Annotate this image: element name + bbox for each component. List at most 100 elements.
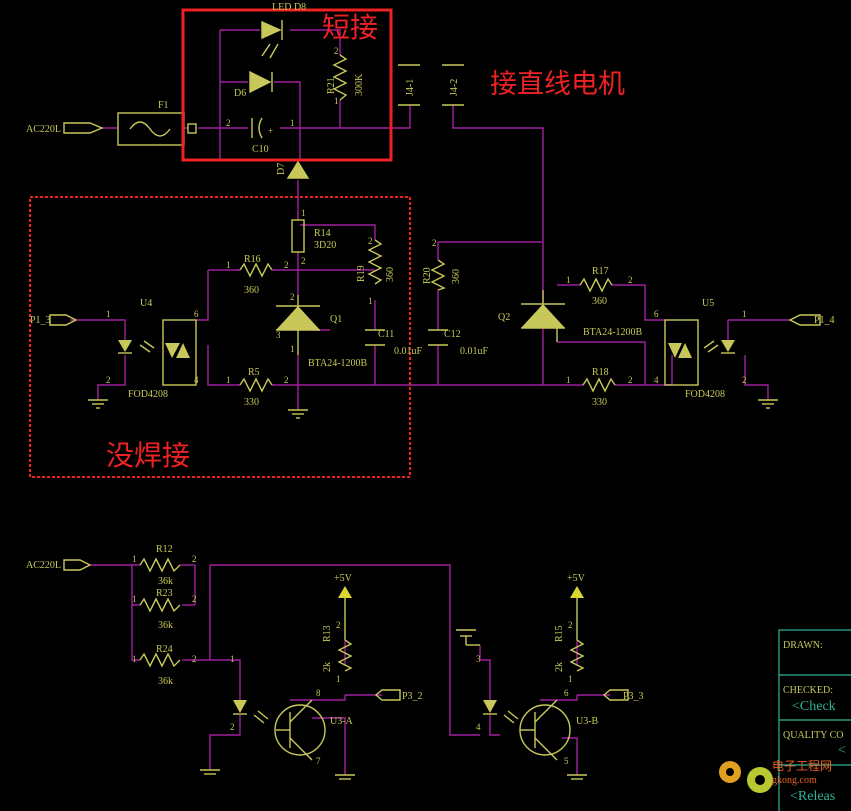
pin-r12-2: 2: [192, 554, 197, 564]
label-u4-part: FOD4208: [128, 389, 168, 400]
label-q1: Q1: [330, 314, 342, 325]
pin-c10-1: 1: [290, 118, 295, 128]
label-r16: R16: [244, 254, 261, 265]
annotation-not-soldered: 没焊接: [106, 440, 190, 472]
label-r13: R13: [322, 625, 333, 642]
components: [49, 20, 821, 780]
pin-r20-2: 2: [432, 238, 437, 248]
pin-u4-1: 1: [106, 309, 111, 319]
label-r20: R20: [422, 267, 433, 284]
label-p1-4: P1_4: [814, 315, 835, 326]
label-u5-part: FOD4208: [685, 389, 725, 400]
pin-r19-2: 2: [368, 236, 373, 246]
label-r14: R14: [314, 228, 331, 239]
label-c12: C12: [444, 329, 461, 340]
pin-u3a-2: 2: [230, 722, 235, 732]
label-r14-val: 3D20: [314, 240, 336, 251]
pin-u3b-3: 3: [476, 654, 481, 664]
pin-r13-1: 1: [336, 674, 341, 684]
pin-u5-4: 4: [654, 375, 659, 385]
pin-u4-2: 2: [106, 375, 111, 385]
label-r18-val: 330: [592, 397, 607, 408]
label-u3b: U3-B: [576, 716, 599, 727]
label-r16-val: 360: [244, 285, 259, 296]
label-d6: D6: [234, 88, 246, 99]
label-u3a: U3-A: [330, 716, 354, 727]
label-r15: R15: [554, 625, 565, 642]
pin-q1-1: 1: [290, 344, 295, 354]
label-u4: U4: [140, 298, 152, 309]
label-r19: R19: [356, 265, 367, 282]
titleblock-quality: QUALITY CO: [783, 730, 843, 741]
label-f1: F1: [158, 100, 169, 111]
label-r12: R12: [156, 544, 173, 555]
label-p3-3: P3_3: [623, 691, 644, 702]
pin-u3b-6: 6: [564, 688, 569, 698]
titleblock-drawn: DRAWN:: [783, 640, 823, 651]
supply-arrows: [338, 586, 584, 598]
pin-u3a-7: 7: [316, 756, 321, 766]
pin-r21-1: 1: [334, 96, 339, 106]
label-j4-1: J4-1: [405, 79, 416, 96]
label-r12-val: 36k: [158, 576, 173, 587]
pin-q1-2: 2: [290, 292, 295, 302]
pin-r18-2: 2: [628, 375, 633, 385]
label-r18: R18: [592, 367, 609, 378]
label-d7: D7: [276, 163, 287, 175]
title-block-texts: DRAWN: CHECKED: <Check QUALITY CO < <Rel…: [783, 640, 846, 804]
pin-u3b-4: 4: [476, 722, 481, 732]
label-ac220l-bottom: AC220L: [26, 560, 61, 571]
pin-r17-2: 2: [628, 275, 633, 285]
annotation-texts: 短接 接直线电机 没焊接: [106, 12, 625, 472]
pin-r23-1: 1: [132, 594, 137, 604]
annotation-dc-motor: 接直线电机: [490, 69, 625, 99]
label-r24-val: 36k: [158, 676, 173, 687]
pin-r17-1: 1: [566, 275, 571, 285]
label-led-d8: LED D8: [272, 2, 306, 13]
pin-r21-2: 2: [334, 46, 339, 56]
pin-r5-1: 1: [226, 375, 231, 385]
label-p1-3: P1_3: [30, 315, 51, 326]
pin-u5-2: 2: [742, 375, 747, 385]
pin-u4-4: 4: [194, 375, 199, 385]
pin-u5-1: 1: [742, 309, 747, 319]
pin-r24-1: 1: [132, 654, 137, 664]
label-q2: Q2: [498, 312, 510, 323]
label-r15-val: 2k: [554, 662, 565, 672]
titleblock-quality-val: <: [838, 743, 846, 758]
pin-u3a-8: 8: [316, 688, 321, 698]
pin-u4-6: 6: [194, 309, 199, 319]
label-plus5v-a: +5V: [334, 573, 353, 584]
label-r23: R23: [156, 588, 173, 599]
label-ac220l-top: AC220L: [26, 124, 61, 135]
pin-c10-plus: +: [268, 126, 273, 136]
pin-u5-6: 6: [654, 309, 659, 319]
pin-u3a-1: 1: [230, 654, 235, 664]
watermark-line1: 电子工程网: [772, 758, 832, 773]
pin-c10-2: 2: [226, 118, 231, 128]
watermark-line2: gkong.com: [772, 775, 817, 786]
label-r19-val: 360: [385, 267, 396, 282]
label-c11-val: 0.01uF: [394, 346, 423, 357]
pin-r19-1: 1: [368, 296, 373, 306]
label-r23-val: 36k: [158, 620, 173, 631]
label-r13-val: 2k: [322, 662, 333, 672]
label-r20-val: 360: [451, 269, 462, 284]
titleblock-release-val: <Releas: [790, 789, 835, 804]
pin-q1-3: 3: [276, 330, 281, 340]
watermark: 电子工程网 gkong.com: [719, 758, 832, 793]
label-c11: C11: [378, 329, 394, 340]
wires: [70, 29, 790, 775]
not-soldered-box: [29, 196, 411, 478]
label-c12-val: 0.01uF: [460, 346, 489, 357]
title-block: [778, 629, 851, 811]
component-labels: LED D8 D6 C10 R21 300K F1 AC220L J4-1 J4…: [26, 2, 835, 727]
pin-r12-1: 1: [132, 554, 137, 564]
label-r17-val: 360: [592, 296, 607, 307]
label-q2-part: BTA24-1200B: [583, 327, 643, 338]
label-r17: R17: [592, 266, 609, 277]
pin-r15-1: 1: [568, 674, 573, 684]
label-r21: R21: [326, 77, 337, 94]
pin-r13-2: 2: [336, 620, 341, 630]
